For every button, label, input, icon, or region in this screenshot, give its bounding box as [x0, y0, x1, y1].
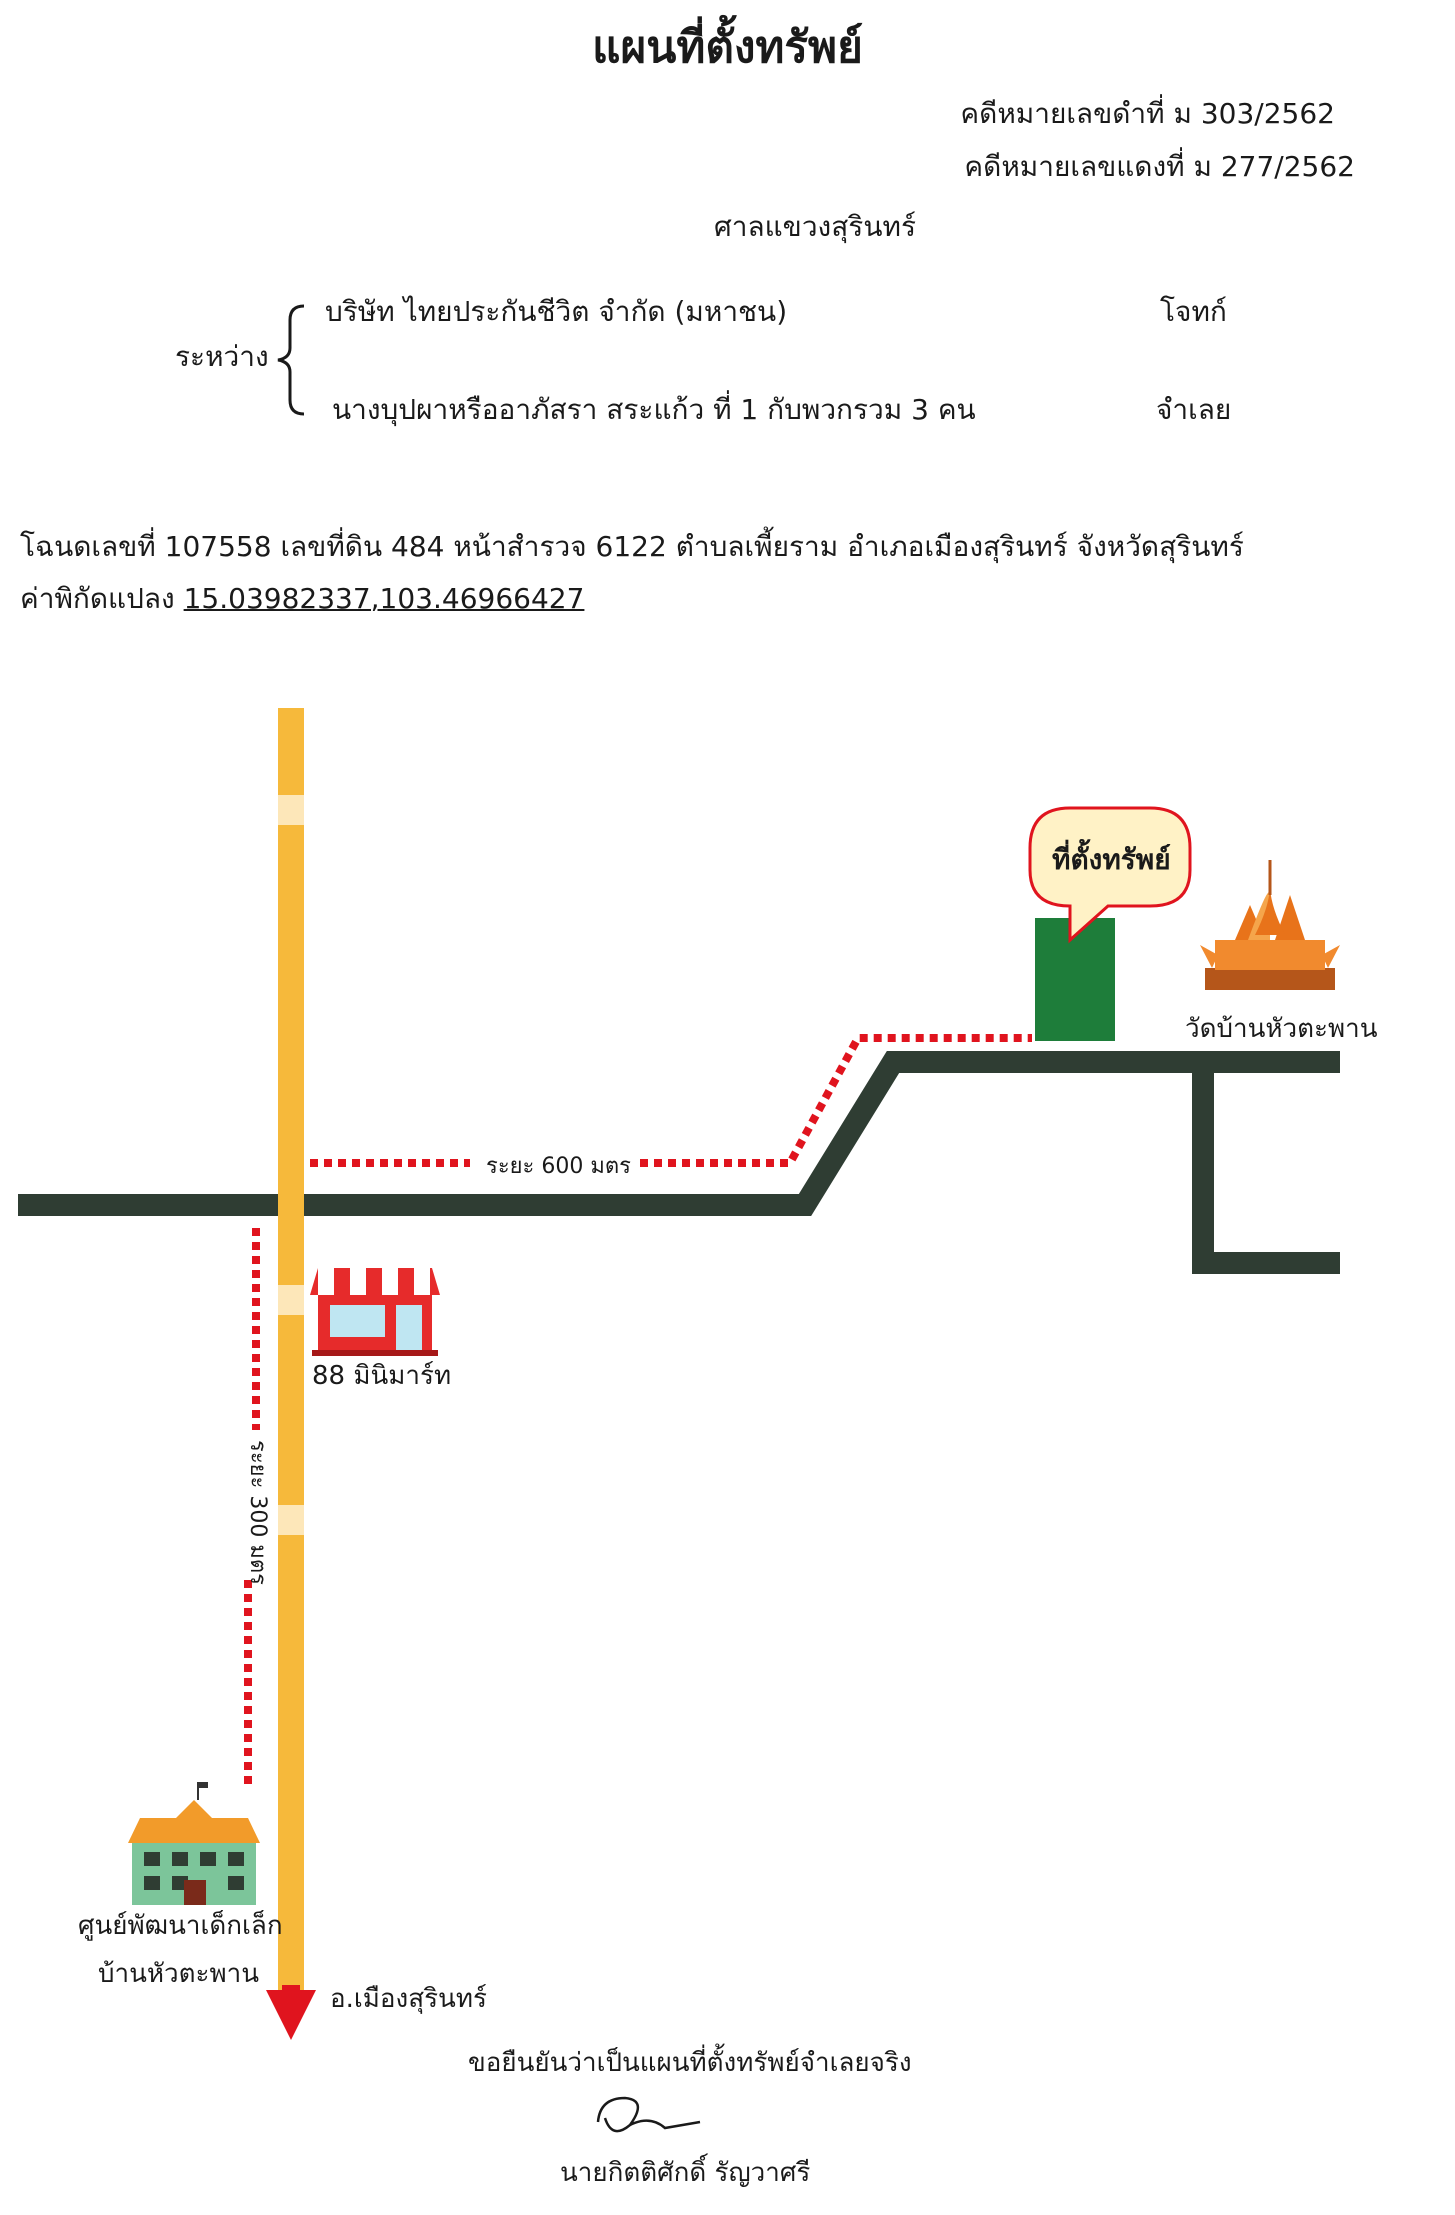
school-label-line2: บ้านหัวตะพาน — [98, 1959, 259, 1989]
signature-mark — [596, 2096, 701, 2133]
page-title: แผนที่ตั้งทรัพย์ — [592, 22, 863, 73]
yellow-road-highlight — [278, 1285, 304, 1315]
signer-name: นายกิตติศักดิ์ รัญวาศรี — [560, 2158, 811, 2188]
coordinate-label: ค่าพิกัดแปลง — [20, 582, 175, 615]
between-label: ระหว่าง — [175, 340, 269, 373]
school-label-line1: ศูนย์พัฒนาเด็กเล็ก — [78, 1911, 283, 1941]
arrow-shaft — [282, 1985, 300, 1995]
defendant-role: จำเลย — [1156, 393, 1232, 426]
direction-label: อ.เมืองสุรินทร์ — [330, 1984, 487, 2014]
yellow-road-highlight — [278, 795, 304, 825]
arrow-down-icon — [266, 1990, 316, 2040]
certification-text: ขอยืนยันว่าเป็นแผนที่ตั้งทรัพย์จำเลยจริง — [468, 2048, 912, 2078]
distance-horizontal-label: ระยะ 600 มตร — [486, 1154, 631, 1179]
distance-vertical-label: ระยะ 300 มตร — [244, 1440, 270, 1585]
property-label: ที่ตั้งทรัพย์ — [1052, 843, 1171, 876]
shop-icon — [310, 1268, 440, 1356]
curly-brace — [277, 304, 305, 416]
temple-icon — [1200, 860, 1340, 990]
black-case-number: คดีหมายเลขดำที่ ม 303/2562 — [960, 97, 1335, 130]
yellow-road-highlight — [278, 1505, 304, 1535]
red-case-number: คดีหมายเลขแดงที่ ม 277/2562 — [964, 150, 1355, 183]
coordinate-line: ค่าพิกัดแปลง 15.03982337,103.46966427 — [20, 577, 584, 621]
plaintiff-role: โจทก์ — [1160, 295, 1227, 328]
temple-label: วัดบ้านหัวตะพาน — [1185, 1014, 1378, 1044]
school-icon — [128, 1782, 260, 1905]
main-road — [18, 1051, 1340, 1216]
property-parcel — [1035, 918, 1115, 1041]
plaintiff-name: บริษัท ไทยประกันชีวิต จำกัด (มหาชน) — [325, 295, 788, 328]
yellow-road — [278, 708, 304, 1993]
coordinate-value: 15.03982337,103.46966427 — [183, 582, 585, 615]
deed-line: โฉนดเลขที่ 107558 เลขที่ดิน 484 หน้าสำรว… — [20, 530, 1244, 563]
speech-bubble-icon — [1028, 806, 1192, 944]
route-horizontal-right — [640, 1034, 1032, 1167]
shop-label: 88 มินิมาร์ท — [312, 1361, 452, 1391]
court-name: ศาลแขวงสุรินทร์ — [713, 210, 916, 243]
defendant-name: นางบุปผาหรืออาภัสรา สระแก้ว ที่ 1 กับพวก… — [332, 393, 976, 426]
side-road — [1192, 1062, 1340, 1274]
